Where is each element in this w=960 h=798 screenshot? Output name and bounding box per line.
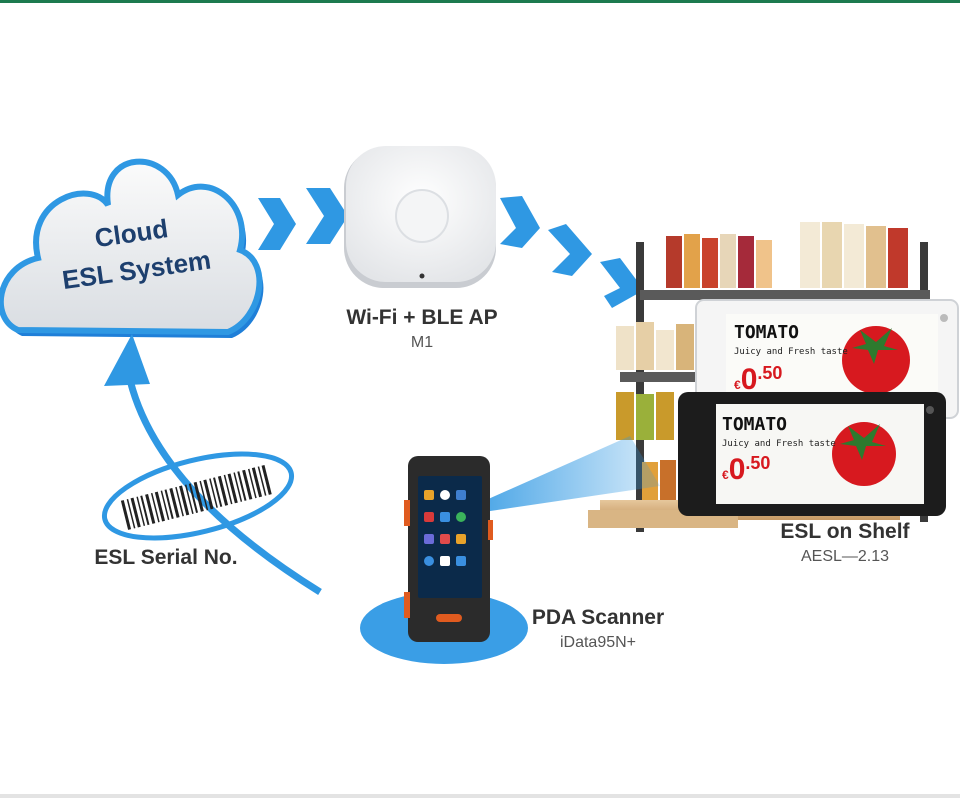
esl-white-tagline: Juicy and Fresh taste (734, 347, 848, 357)
esl-black-text: TOMATO Juicy and Fresh taste €0.50 (722, 414, 842, 487)
esl-white-price: €0.50 (734, 363, 854, 397)
esl-black-product: TOMATO (722, 414, 788, 435)
cloud-icon (0, 158, 264, 338)
access-point-model: M1 (410, 334, 434, 351)
shelf-label: ESL on Shelf AESL—2.13 (770, 520, 920, 566)
flow-arrows-ap-to-shelf (500, 196, 644, 308)
esl-black-currency: € (722, 468, 729, 482)
access-point-label: Wi-Fi + BLE AP M1 (336, 306, 508, 352)
esl-black-tagline: Juicy and Fresh taste (722, 439, 836, 449)
esl-black-price: €0.50 (722, 453, 842, 487)
esl-white-price-int: 0 (740, 363, 758, 396)
esl-white-currency: € (734, 378, 741, 392)
flow-arrows-cloud-to-ap (258, 188, 348, 250)
access-point-title: Wi-Fi + BLE AP (346, 306, 498, 329)
esl-white-price-dec: .50 (757, 363, 783, 383)
barcode-ellipse (101, 451, 295, 541)
shelf-model: AESL—2.13 (800, 548, 890, 565)
scan-beam (470, 436, 660, 514)
pda-label: PDA Scanner iData95N+ (526, 606, 670, 652)
serial-arrow (104, 334, 322, 595)
access-point-device (344, 146, 496, 288)
pda-title: PDA Scanner (531, 606, 665, 629)
pda-device (404, 456, 493, 642)
bottom-border (0, 794, 960, 798)
serial-label: ESL Serial No. (94, 546, 238, 569)
esl-black-price-int: 0 (728, 453, 746, 486)
shelf-title: ESL on Shelf (780, 520, 910, 543)
esl-black-price-dec: .50 (745, 453, 771, 473)
top-border (0, 0, 960, 3)
esl-tag-black (678, 392, 946, 516)
pda-model: iData95N+ (559, 634, 637, 651)
esl-white-product: TOMATO (734, 322, 800, 343)
barcode-icon (120, 464, 272, 530)
esl-white-text: TOMATO Juicy and Fresh taste €0.50 (734, 322, 854, 397)
